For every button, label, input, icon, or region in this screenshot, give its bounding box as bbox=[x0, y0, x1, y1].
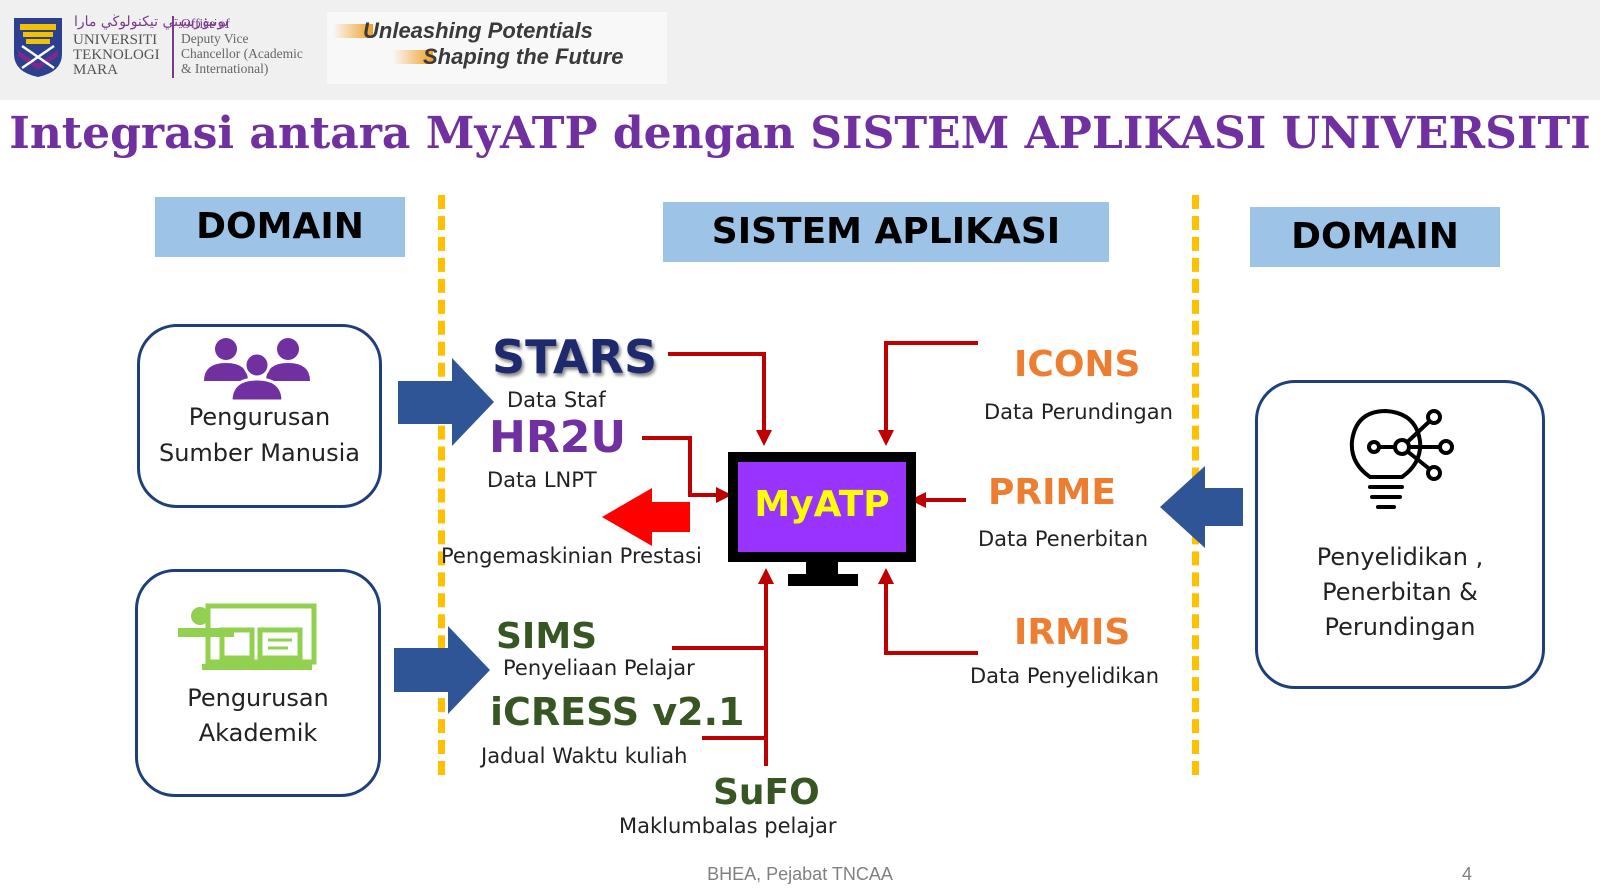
uitm-crest-icon bbox=[14, 18, 62, 77]
university-jawi-name: يونيۏرسيتي تيكنولوڬي مارا bbox=[74, 14, 229, 30]
system-hr2u-name: HR2U bbox=[489, 412, 627, 463]
slogan-banner: Unleashing Potentials Shaping the Future bbox=[327, 12, 667, 84]
academic-to-systems-arrow bbox=[394, 626, 490, 714]
system-prime-name: PRIME bbox=[988, 472, 1116, 513]
myatp-monitor: MyATP bbox=[728, 452, 916, 562]
system-irmis-desc: Data Penyelidikan bbox=[970, 664, 1160, 688]
myatp-screen: MyATP bbox=[738, 462, 906, 552]
domain-research-line1: Penyelidikan , bbox=[1316, 543, 1484, 571]
office-line4: & International) bbox=[181, 61, 269, 76]
system-irmis-name: IRMIS bbox=[1014, 612, 1131, 653]
office-line3: Chancellor (Academic bbox=[181, 46, 303, 61]
system-sufo-desc: Maklumbalas pelajar bbox=[619, 814, 837, 838]
page-number: 4 bbox=[1462, 864, 1473, 884]
system-prime-desc: Data Penerbitan bbox=[978, 527, 1149, 551]
myatp-label: MyATP bbox=[754, 484, 890, 525]
research-to-systems-arrow bbox=[1160, 466, 1243, 548]
system-stars-name: STARS bbox=[492, 330, 658, 384]
office-line1: Office of bbox=[181, 16, 230, 31]
people-group-icon bbox=[204, 338, 310, 403]
system-hr2u-desc: Data LNPT bbox=[487, 468, 597, 492]
domain-hr-line1: Pengurusan bbox=[188, 403, 331, 431]
system-icons-name: ICONS bbox=[1014, 344, 1141, 385]
header-bar: يونيۏرسيتي تيكنولوڬي مارا UNIVERSITI TEK… bbox=[0, 0, 1600, 100]
domain-hr-line2: Sumber Manusia bbox=[158, 439, 361, 467]
system-sims-desc: Penyeliaan Pelajar bbox=[503, 656, 695, 680]
domain-card-academic: Pengurusan Akademik bbox=[135, 569, 381, 797]
university-name-line1: UNIVERSITI bbox=[73, 32, 158, 48]
slogan-line2: Shaping the Future bbox=[423, 44, 624, 69]
system-sims-name: SIMS bbox=[496, 616, 598, 657]
system-icress-desc: Jadual Waktu kuliah bbox=[481, 744, 688, 768]
page-title: Integrasi antara MyATP dengan SISTEM APL… bbox=[9, 108, 1591, 159]
irmis-connector bbox=[878, 568, 978, 655]
domain-research-line2: Penerbitan & bbox=[1322, 578, 1478, 606]
right-domain-label: DOMAIN bbox=[1250, 207, 1500, 267]
lightbulb-network-icon bbox=[1349, 408, 1454, 509]
monitor-stand-neck bbox=[806, 562, 838, 576]
output-update-desc: Pengemaskinian Prestasi bbox=[441, 544, 702, 568]
domain-academic-line2: Akademik bbox=[198, 719, 318, 747]
slogan-accent-bar bbox=[393, 50, 433, 64]
stars-connector bbox=[668, 352, 772, 446]
system-sufo-name: SuFO bbox=[713, 772, 820, 813]
system-stars-desc: Data Staf bbox=[507, 388, 606, 412]
university-name-line3: MARA bbox=[73, 62, 119, 78]
output-update-arrow bbox=[602, 488, 690, 546]
slogan-accent-bar bbox=[333, 24, 373, 38]
system-icress-name: iCRESS v2.1 bbox=[490, 690, 745, 734]
monitor-stand-base bbox=[788, 574, 858, 586]
header-divider bbox=[172, 16, 174, 78]
system-icons-desc: Data Perundingan bbox=[984, 400, 1173, 424]
office-line2: Deputy Vice bbox=[181, 31, 249, 46]
hr-to-systems-arrow bbox=[398, 358, 494, 446]
domain-academic-line1: Pengurusan bbox=[187, 684, 329, 712]
university-name-line2: TEKNOLOGI bbox=[73, 47, 160, 63]
classroom-board-icon bbox=[178, 603, 317, 670]
hr2u-connector bbox=[642, 436, 732, 503]
slogan-line1: Unleashing Potentials bbox=[363, 18, 593, 43]
center-system-label: SISTEM APLIKASI bbox=[663, 202, 1109, 262]
left-domain-label: DOMAIN bbox=[155, 197, 405, 257]
left-column-divider bbox=[438, 195, 445, 775]
domain-card-research: Penyelidikan , Penerbitan & Perundingan bbox=[1255, 380, 1545, 689]
domain-research-line3: Perundingan bbox=[1324, 613, 1476, 641]
footer-credit: BHEA, Pejabat TNCAA bbox=[707, 864, 893, 884]
icons-connector bbox=[878, 341, 978, 446]
domain-card-hr: Pengurusan Sumber Manusia bbox=[137, 324, 382, 508]
